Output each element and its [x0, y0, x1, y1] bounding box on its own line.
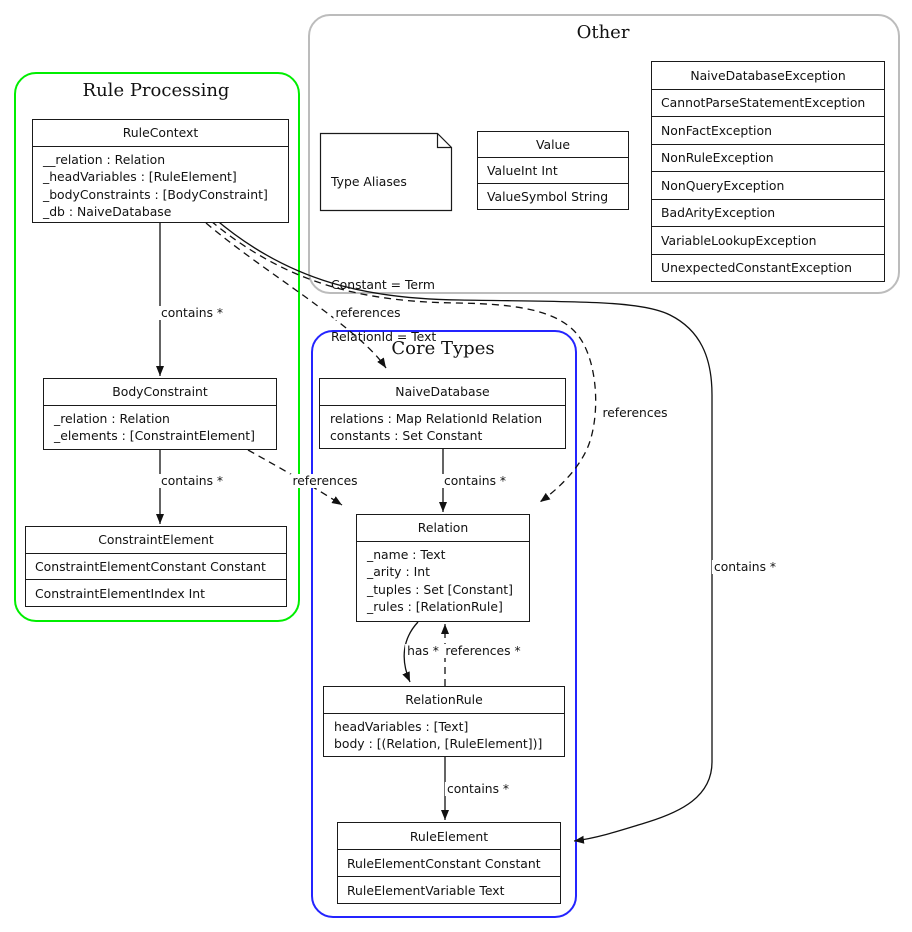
edge-label-references: references: [290, 474, 360, 488]
class-attribute: _bodyConstraints : [BodyConstraint]: [43, 186, 268, 202]
class-variant: NonQueryException: [652, 171, 884, 199]
edge-references-relation-left: [247, 449, 343, 506]
class-attribute: _db : NaiveDatabase: [43, 204, 172, 220]
edge-label-contains: contains *: [444, 782, 512, 796]
class-variant: CannotParseStatementException: [652, 88, 884, 117]
edge-label-references: references: [333, 306, 403, 320]
note-line: Constant = Term: [331, 277, 435, 293]
note-type-aliases: Type Aliases Constant = Term RelationId …: [331, 138, 436, 380]
class-attribute: _rules : [RelationRule]: [367, 599, 503, 615]
class-name: NaiveDatabase: [320, 379, 565, 406]
class-attribute: __relation : Relation: [43, 152, 166, 167]
class-name: RuleContext: [33, 120, 288, 147]
class-ruleelement: RuleElement RuleElementConstant Constant…: [337, 822, 561, 904]
group-other: [308, 14, 900, 294]
edge-label-contains: contains *: [158, 474, 226, 488]
class-bodyconstraint: BodyConstraint _relation : Relation _ele…: [43, 378, 277, 450]
class-variant: NonFactException: [652, 116, 884, 144]
group-title-rule-processing: Rule Processing: [82, 80, 230, 101]
edge-label-contains: contains *: [441, 474, 509, 488]
group-title-core-types: Core Types: [391, 338, 495, 359]
class-rulecontext: RuleContext __relation : Relation _headV…: [32, 119, 289, 223]
edge-label-contains: contains *: [158, 306, 226, 320]
class-attribute: _arity : Int: [367, 564, 430, 580]
class-variant: NonRuleException: [652, 143, 884, 172]
class-variant: ConstraintElementIndex Int: [26, 579, 286, 606]
class-variant: ValueSymbol String: [478, 183, 628, 209]
class-name: RuleElement: [409, 828, 489, 844]
class-attribute: constants : Set Constant: [330, 428, 483, 444]
group-rule-processing: [14, 72, 300, 622]
class-name: BodyConstraint: [44, 379, 276, 406]
class-variant: BadArityException: [652, 198, 884, 227]
class-variant: UnexpectedConstantException: [652, 253, 884, 282]
class-variant: RuleElementVariable Text: [338, 876, 560, 903]
class-naivedatabase: NaiveDatabase relations : Map RelationId…: [319, 378, 566, 449]
class-attribute: body : [(Relation, [RuleElement])]: [334, 736, 543, 752]
class-attribute: _headVariables : [RuleElement]: [43, 169, 237, 185]
class-constraintelement: ConstraintElement ConstraintElementConst…: [25, 526, 287, 607]
edge-contains-ruleelement-long: [213, 217, 713, 844]
edge-references-naivedatabase: [205, 222, 387, 369]
class-attribute: _relation : Relation: [54, 411, 170, 426]
edge-has-relationrule: [402, 621, 419, 683]
class-relationrule: RelationRule headVariables : [Text] body…: [323, 686, 565, 757]
group-title-other: Other: [576, 22, 630, 43]
class-name: NaiveDatabaseException: [690, 67, 846, 83]
class-attribute: headVariables : [Text]: [334, 719, 469, 734]
class-name: Value: [535, 137, 571, 152]
class-attribute: _name : Text: [367, 547, 446, 562]
class-attribute: _tuples : Set [Constant]: [367, 581, 514, 597]
class-relation: Relation _name : Text _arity : Int _tupl…: [356, 514, 530, 622]
note-shape: [319, 132, 453, 212]
edge-label-references: references: [600, 406, 670, 420]
edge-label-contains: contains *: [711, 560, 779, 574]
class-attribute: _elements : [ConstraintElement]: [54, 428, 256, 444]
class-attribute: relations : Map RelationId Relation: [330, 411, 543, 426]
class-name: ConstraintElement: [98, 532, 214, 548]
note-title: Type Aliases: [331, 173, 407, 189]
edge-references-relation-right: [210, 220, 597, 503]
class-variant: ConstraintElementConstant Constant: [26, 552, 286, 580]
group-core-types: [311, 330, 577, 918]
edge-label-has: has *: [405, 644, 441, 658]
edge-label-references: references *: [443, 644, 523, 658]
class-naivedatabaseexception: NaiveDatabaseException CannotParseStatem…: [651, 61, 885, 282]
note-line: RelationId = Text: [331, 329, 437, 345]
class-variant: RuleElementConstant Constant: [338, 849, 560, 876]
class-variant: VariableLookupException: [652, 226, 884, 254]
class-name: RelationRule: [324, 687, 564, 714]
class-value: Value ValueInt Int ValueSymbol String: [477, 131, 629, 210]
class-variant: ValueInt Int: [478, 157, 628, 183]
class-name: Relation: [357, 515, 529, 542]
